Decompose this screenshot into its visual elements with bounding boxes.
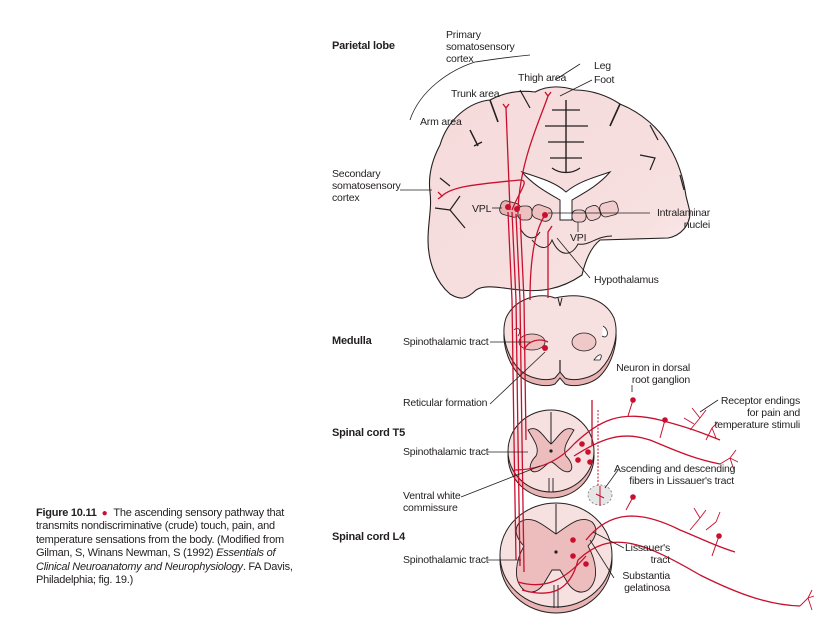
label-reticular-formation: Reticular formation xyxy=(403,397,488,409)
label-secondary-somatosensory-cortex: Secondary somatosensory cortex xyxy=(332,168,401,204)
level-label-spinal-cord-l4: Spinal cord L4 xyxy=(332,531,405,543)
primary-cortex-brace xyxy=(409,54,531,121)
label-spinothalamic-tract-t5: Spinothalamic tract xyxy=(403,446,489,458)
level-label-spinal-cord-t5: Spinal cord T5 xyxy=(332,427,405,439)
label-spinothalamic-tract-l4: Spinothalamic tract xyxy=(403,554,489,566)
label-leg: Leg xyxy=(594,60,611,72)
l4-gray-matter xyxy=(515,518,597,593)
label-receptor-endings: Receptor endings for pain and temperatur… xyxy=(714,395,801,431)
label-intralaminar-nuclei: Intralaminar nuclei xyxy=(656,207,710,231)
ventricles xyxy=(520,170,612,221)
caption-bullet-icon: ● xyxy=(101,508,108,519)
neuron-cell-bodies xyxy=(505,204,722,567)
receptor-endings xyxy=(683,407,815,611)
figure-caption: Figure 10.11 ●The ascending sensory pathw… xyxy=(36,507,306,587)
label-spinothalamic-tract-medulla: Spinothalamic tract xyxy=(403,336,489,348)
label-ventral-white-commissure: Ventral white commissure xyxy=(403,490,461,514)
label-substantia-gelatinosa: Substantia gelatinosa xyxy=(622,570,670,594)
caption-tail: . FA Davis, Philadelphia; fig. 19.) xyxy=(36,560,293,587)
label-arm-area: Arm area xyxy=(420,116,462,128)
label-vpi: VPI xyxy=(570,232,587,244)
brain-section xyxy=(427,86,691,299)
caption-book-title: Essentials of Clinical Neuroanatomy and … xyxy=(36,547,276,573)
label-primary-somatosensory-cortex: Primary somatosensory cortex xyxy=(446,29,515,65)
level-label-parietal-lobe: Parietal lobe xyxy=(332,40,395,52)
label-foot: Foot xyxy=(594,74,615,86)
caption-text: The ascending sensory pathway that trans… xyxy=(36,507,285,560)
label-vpl: VPL xyxy=(472,203,492,215)
level-label-medulla: Medulla xyxy=(332,335,372,347)
label-trunk-area: Trunk area xyxy=(451,88,500,100)
pathway-fibers xyxy=(437,91,801,607)
label-lissauer-fibers: Ascending and descending fibers in Lissa… xyxy=(614,463,736,487)
spinal-cord-l4-section xyxy=(499,502,613,614)
label-thigh-area: Thigh area xyxy=(518,72,567,84)
label-hypothalamus: Hypothalamus xyxy=(594,274,659,286)
label-neuron-dorsal-root-ganglion: Neuron in dorsal root ganglion xyxy=(616,362,690,386)
leader-lines xyxy=(400,54,719,579)
label-lissauers-tract: Lissauer's tract xyxy=(625,542,670,566)
figure-number: Figure 10.11 xyxy=(36,507,97,519)
spinal-cord-t5-section xyxy=(507,409,595,499)
